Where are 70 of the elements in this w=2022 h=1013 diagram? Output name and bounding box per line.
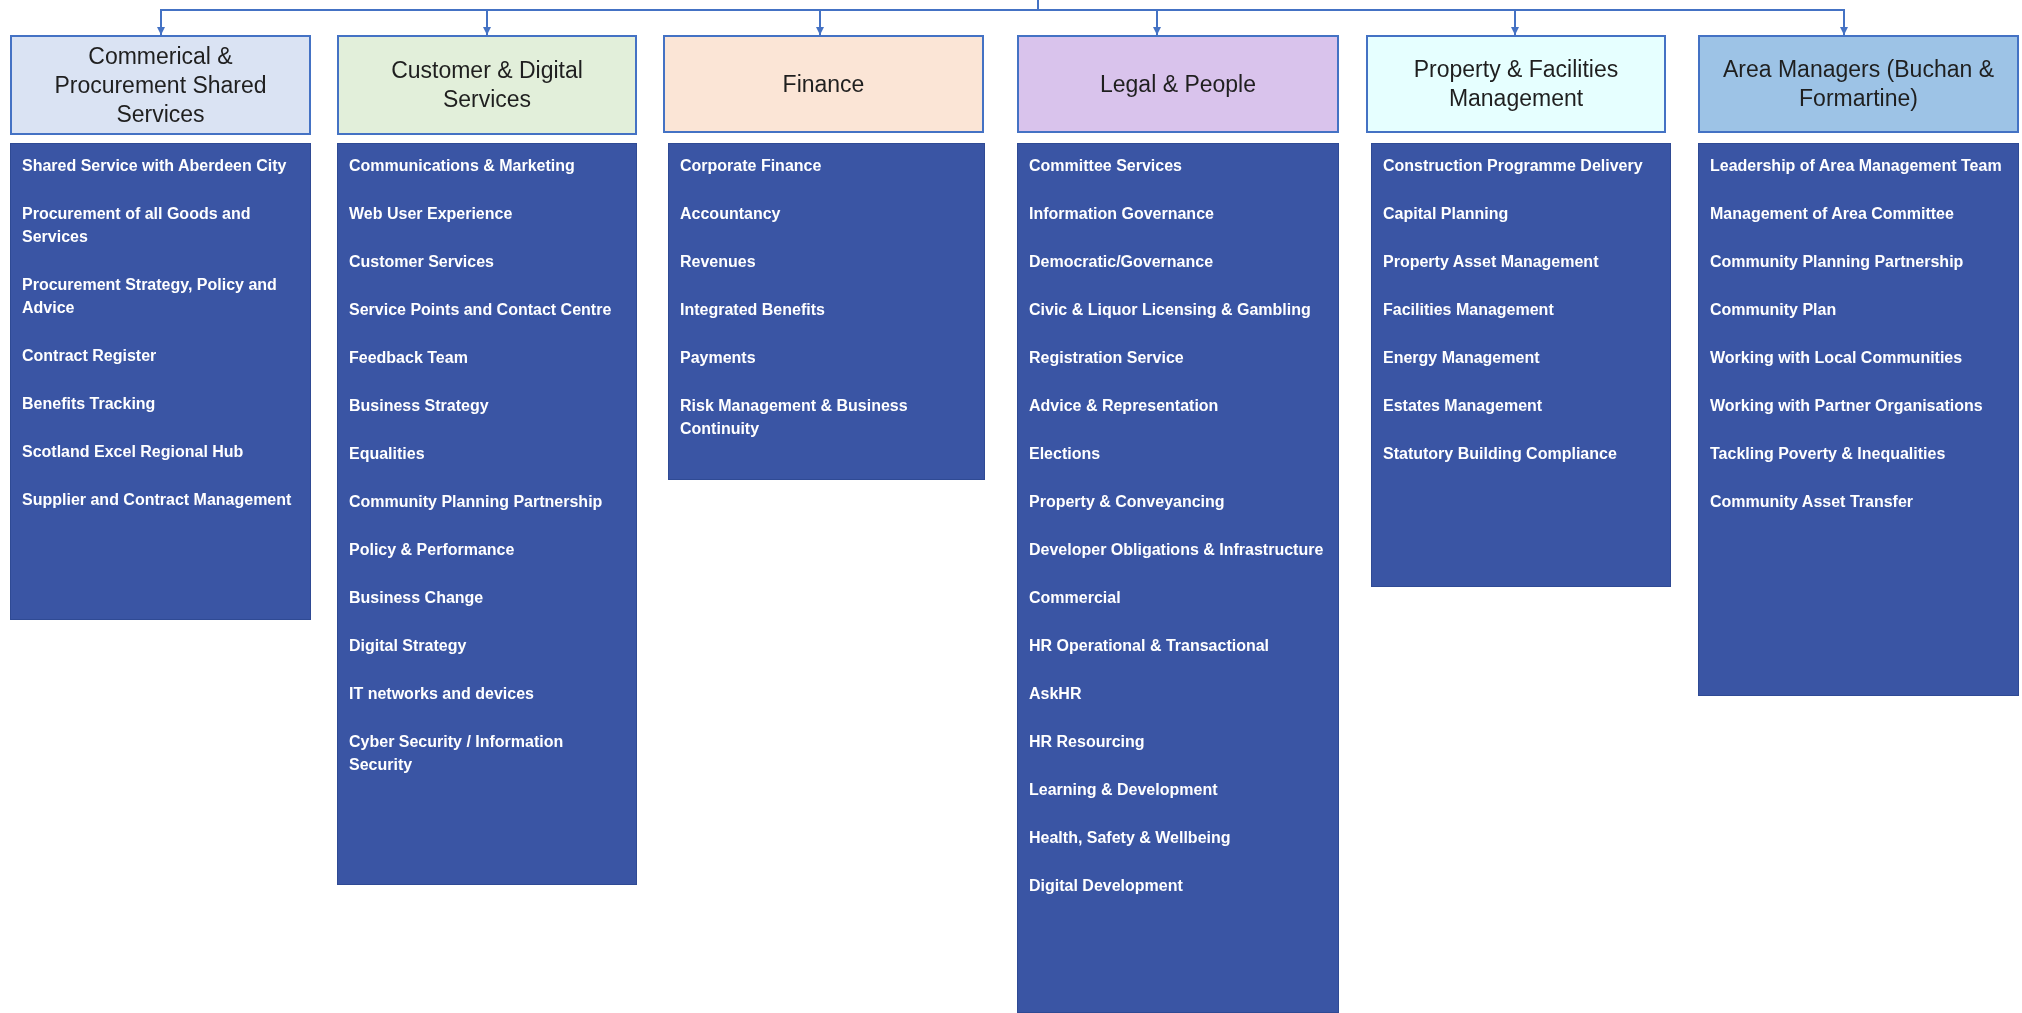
- service-item: Community Planning Partnership: [349, 492, 604, 512]
- service-item: Estates Management: [1383, 396, 1544, 416]
- service-item: Property Asset Management: [1383, 252, 1600, 272]
- service-item: Supplier and Contract Management: [22, 490, 293, 510]
- service-item: Cyber Security / Information Security: [349, 732, 565, 775]
- department-header: Customer & Digital Services: [337, 35, 637, 135]
- service-item: Procurement of all Goods and Services: [22, 204, 252, 247]
- service-item: Policy & Performance: [349, 540, 516, 560]
- service-item: Working with Partner Organisations: [1710, 396, 1984, 416]
- service-item: Equalities: [349, 444, 426, 464]
- service-item: Construction Programme Delivery: [1383, 156, 1644, 176]
- service-item: Elections: [1029, 444, 1102, 464]
- service-item: Advice & Representation: [1029, 396, 1220, 416]
- service-item: Risk Management & Business Continuity: [680, 396, 909, 439]
- service-item: Health, Safety & Wellbeing: [1029, 828, 1232, 848]
- service-item: Service Points and Contact Centre: [349, 300, 613, 320]
- service-list-panel: [10, 143, 311, 620]
- service-item: Benefits Tracking: [22, 394, 157, 414]
- department-header: Property & Facilities Management: [1366, 35, 1666, 133]
- service-item: Corporate Finance: [680, 156, 823, 176]
- service-item: Business Change: [349, 588, 485, 608]
- service-item: Scotland Excel Regional Hub: [22, 442, 245, 462]
- service-list-panel: [1371, 143, 1671, 587]
- service-item: Community Planning Partnership: [1710, 252, 1965, 272]
- service-item: Information Governance: [1029, 204, 1215, 224]
- department-header: Area Managers (Buchan & Formartine): [1698, 35, 2019, 133]
- service-item: HR Resourcing: [1029, 732, 1146, 752]
- service-item: Management of Area Committee: [1710, 204, 1955, 224]
- service-item: Commercial: [1029, 588, 1122, 608]
- service-item: Learning & Development: [1029, 780, 1219, 800]
- service-item: Community Plan: [1710, 300, 1838, 320]
- service-item: IT networks and devices: [349, 684, 535, 704]
- service-item: Committee Services: [1029, 156, 1183, 176]
- service-item: Communications & Marketing: [349, 156, 576, 176]
- service-item: Shared Service with Aberdeen City: [22, 156, 288, 176]
- department-header: Commerical & Procurement Shared Services: [10, 35, 311, 135]
- service-item: Capital Planning: [1383, 204, 1510, 224]
- department-header: Finance: [663, 35, 984, 133]
- service-item: Democratic/Governance: [1029, 252, 1215, 272]
- service-list-panel: [1698, 143, 2019, 696]
- service-item: Statutory Building Compliance: [1383, 444, 1618, 464]
- service-item: Payments: [680, 348, 757, 368]
- service-item: Digital Development: [1029, 876, 1184, 896]
- service-item: Integrated Benefits: [680, 300, 826, 320]
- service-item: Contract Register: [22, 346, 158, 366]
- service-item: Community Asset Transfer: [1710, 492, 1914, 512]
- service-item: HR Operational & Transactional: [1029, 636, 1271, 656]
- service-item: Developer Obligations & Infrastructure: [1029, 540, 1325, 560]
- service-item: Energy Management: [1383, 348, 1541, 368]
- service-item: Leadership of Area Management Team: [1710, 156, 2003, 176]
- service-item: Working with Local Communities: [1710, 348, 1964, 368]
- service-list-panel: [337, 143, 637, 885]
- service-item: Tackling Poverty & Inequalities: [1710, 444, 1947, 464]
- service-item: Revenues: [680, 252, 757, 272]
- service-item: Feedback Team: [349, 348, 469, 368]
- service-item: Accountancy: [680, 204, 782, 224]
- service-list-panel: [1017, 143, 1339, 1013]
- service-item: Property & Conveyancing: [1029, 492, 1226, 512]
- service-item: Facilities Management: [1383, 300, 1555, 320]
- service-item: Digital Strategy: [349, 636, 468, 656]
- connector-arrow: [1037, 0, 1848, 36]
- service-item: Web User Experience: [349, 204, 514, 224]
- department-header: Legal & People: [1017, 35, 1339, 133]
- service-item: AskHR: [1029, 684, 1083, 704]
- service-item: Business Strategy: [349, 396, 490, 416]
- service-list-panel: [668, 143, 985, 480]
- service-item: Civic & Liquor Licensing & Gambling: [1029, 300, 1312, 320]
- service-item: Procurement Strategy, Policy and Advice: [22, 275, 278, 318]
- service-item: Customer Services: [349, 252, 495, 272]
- service-item: Registration Service: [1029, 348, 1185, 368]
